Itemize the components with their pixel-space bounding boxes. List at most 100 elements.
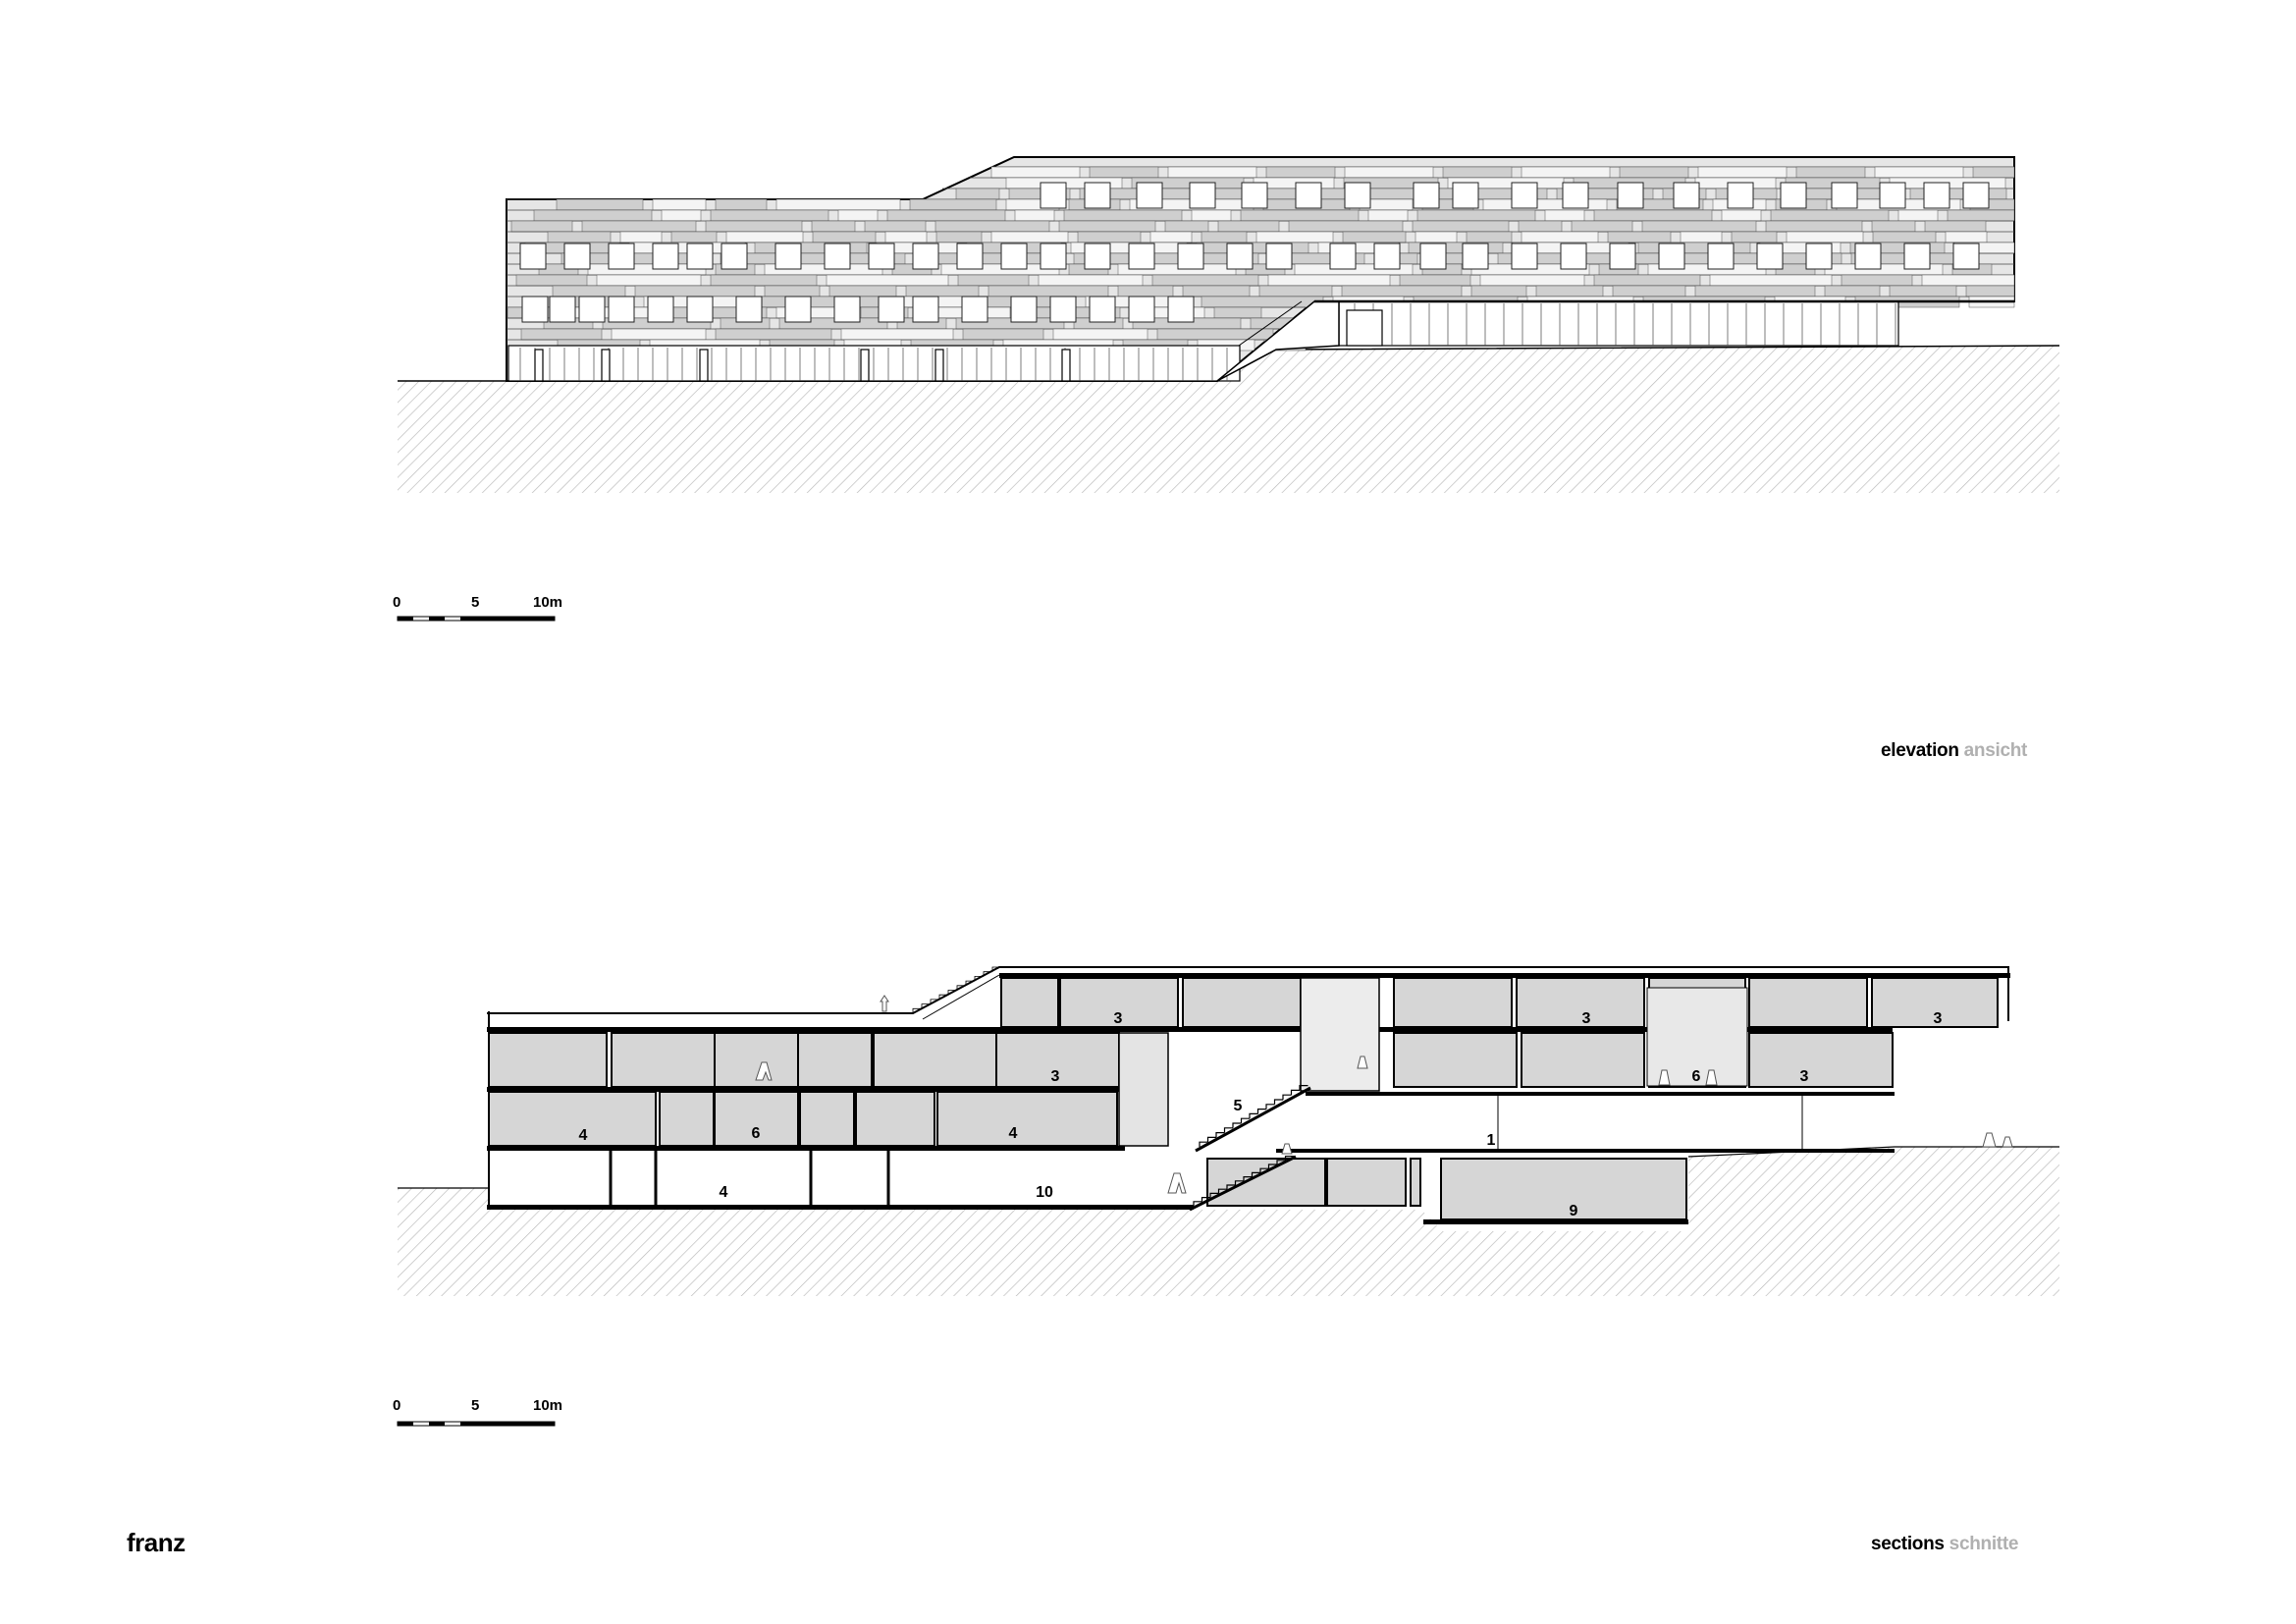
- window: [1089, 296, 1116, 323]
- cladding-panel: [935, 231, 983, 244]
- cladding-panel: [962, 328, 1044, 341]
- room: [714, 1091, 799, 1147]
- room: [1182, 977, 1302, 1028]
- room: [1393, 1032, 1518, 1088]
- room: [1521, 1032, 1645, 1088]
- scale-figures: [755, 995, 2013, 1194]
- stair-step: [1259, 1167, 1269, 1173]
- ground-floor-glazing-right: [1338, 300, 1899, 347]
- room: [1748, 977, 1868, 1028]
- stair-step: [1223, 1127, 1233, 1133]
- section-scale-bar: 0 5 10m: [393, 1397, 562, 1427]
- cladding-panel: [1058, 220, 1156, 233]
- window: [1265, 243, 1293, 270]
- window: [1189, 182, 1216, 209]
- cladding-panel: [840, 328, 954, 341]
- room: [873, 1032, 997, 1088]
- cladding-panel: [1697, 166, 1788, 179]
- scale-label-10m: 10m: [533, 1397, 562, 1414]
- window: [549, 296, 576, 323]
- window: [1295, 182, 1322, 209]
- cladding-panel: [1014, 209, 1055, 222]
- cladding-panel: [1795, 166, 1866, 179]
- window: [652, 243, 679, 270]
- stair-step: [974, 976, 984, 982]
- room: [1748, 1032, 1894, 1088]
- cladding-panel: [759, 296, 882, 308]
- stair-step: [1193, 1201, 1202, 1206]
- room: [1393, 977, 1513, 1028]
- window: [578, 296, 606, 323]
- stair-hall: [1118, 1032, 1169, 1147]
- room: [936, 1091, 1118, 1147]
- cladding-panel: [1258, 285, 1333, 298]
- stair-step: [1232, 1122, 1242, 1128]
- stair-step: [930, 999, 939, 1004]
- room: [1000, 977, 1059, 1028]
- cladding-panel: [1151, 274, 1259, 287]
- cladding-panel: [1213, 306, 1262, 319]
- cladding-panel: [661, 209, 702, 222]
- room: [1059, 977, 1179, 1028]
- cladding-panel: [1544, 209, 1585, 222]
- cladding-panel: [710, 209, 829, 222]
- cladding-panel: [1344, 166, 1434, 179]
- window: [824, 243, 851, 270]
- window: [1727, 182, 1754, 209]
- room-label: 9: [1570, 1203, 1578, 1219]
- cladding-panel: [988, 285, 1109, 298]
- door: [534, 349, 544, 382]
- cladding-panel: [1201, 231, 1248, 244]
- room: [799, 1091, 855, 1147]
- cladding-panel: [837, 209, 879, 222]
- cladding-panel: [1824, 285, 1881, 298]
- door: [860, 349, 870, 382]
- void: [1646, 987, 1748, 1087]
- cladding-panel: [934, 220, 1050, 233]
- room-label: 3: [1114, 1010, 1123, 1027]
- window: [1419, 243, 1447, 270]
- cladding-panel: [1217, 220, 1280, 233]
- window: [686, 296, 714, 323]
- facade-windows: [519, 182, 1990, 323]
- stair-step: [1251, 1171, 1260, 1177]
- window: [1241, 182, 1268, 209]
- elevation-ground: [398, 346, 2059, 493]
- cladding-panel: [547, 231, 612, 244]
- cladding-panel: [634, 285, 756, 298]
- cladding-panel: [1265, 166, 1336, 179]
- stair-step: [1199, 1141, 1208, 1147]
- cladding-panel: [886, 209, 1006, 222]
- section-ground: [398, 1147, 2059, 1296]
- cladding-panel: [1201, 296, 1324, 308]
- window: [1756, 243, 1784, 270]
- cladding-panel: [1341, 285, 1463, 298]
- ground-floor-glazing-left: [507, 345, 1241, 382]
- cladding-panel: [619, 231, 663, 244]
- room: [611, 1032, 716, 1088]
- room: [659, 1091, 715, 1147]
- elevation-subtitle: ansicht: [1963, 740, 2028, 761]
- cladding-panel: [652, 198, 707, 211]
- room: [1326, 1158, 1407, 1207]
- stair-stringer: [1195, 1086, 1311, 1153]
- cladding-panel: [828, 285, 897, 298]
- cladding-panel: [1342, 231, 1407, 244]
- window: [961, 296, 988, 323]
- cladding-panel: [1612, 285, 1686, 298]
- room-label: 3: [1582, 1010, 1591, 1027]
- window: [608, 296, 635, 323]
- window: [519, 243, 547, 270]
- cladding-panel: [1694, 285, 1816, 298]
- room-label: 4: [720, 1184, 728, 1201]
- section-drawing: 3 3 3 3 3 6 5 4 6 4 1 4 10 9: [398, 966, 2059, 1296]
- window: [878, 296, 905, 323]
- scale-label-0: 0: [393, 1397, 400, 1414]
- cladding-panel: [1593, 274, 1701, 287]
- window: [1177, 243, 1204, 270]
- cladding-panel: [1521, 166, 1611, 179]
- window: [563, 243, 591, 270]
- stair-step: [1206, 1136, 1216, 1143]
- room: [797, 1032, 873, 1088]
- window: [735, 296, 763, 323]
